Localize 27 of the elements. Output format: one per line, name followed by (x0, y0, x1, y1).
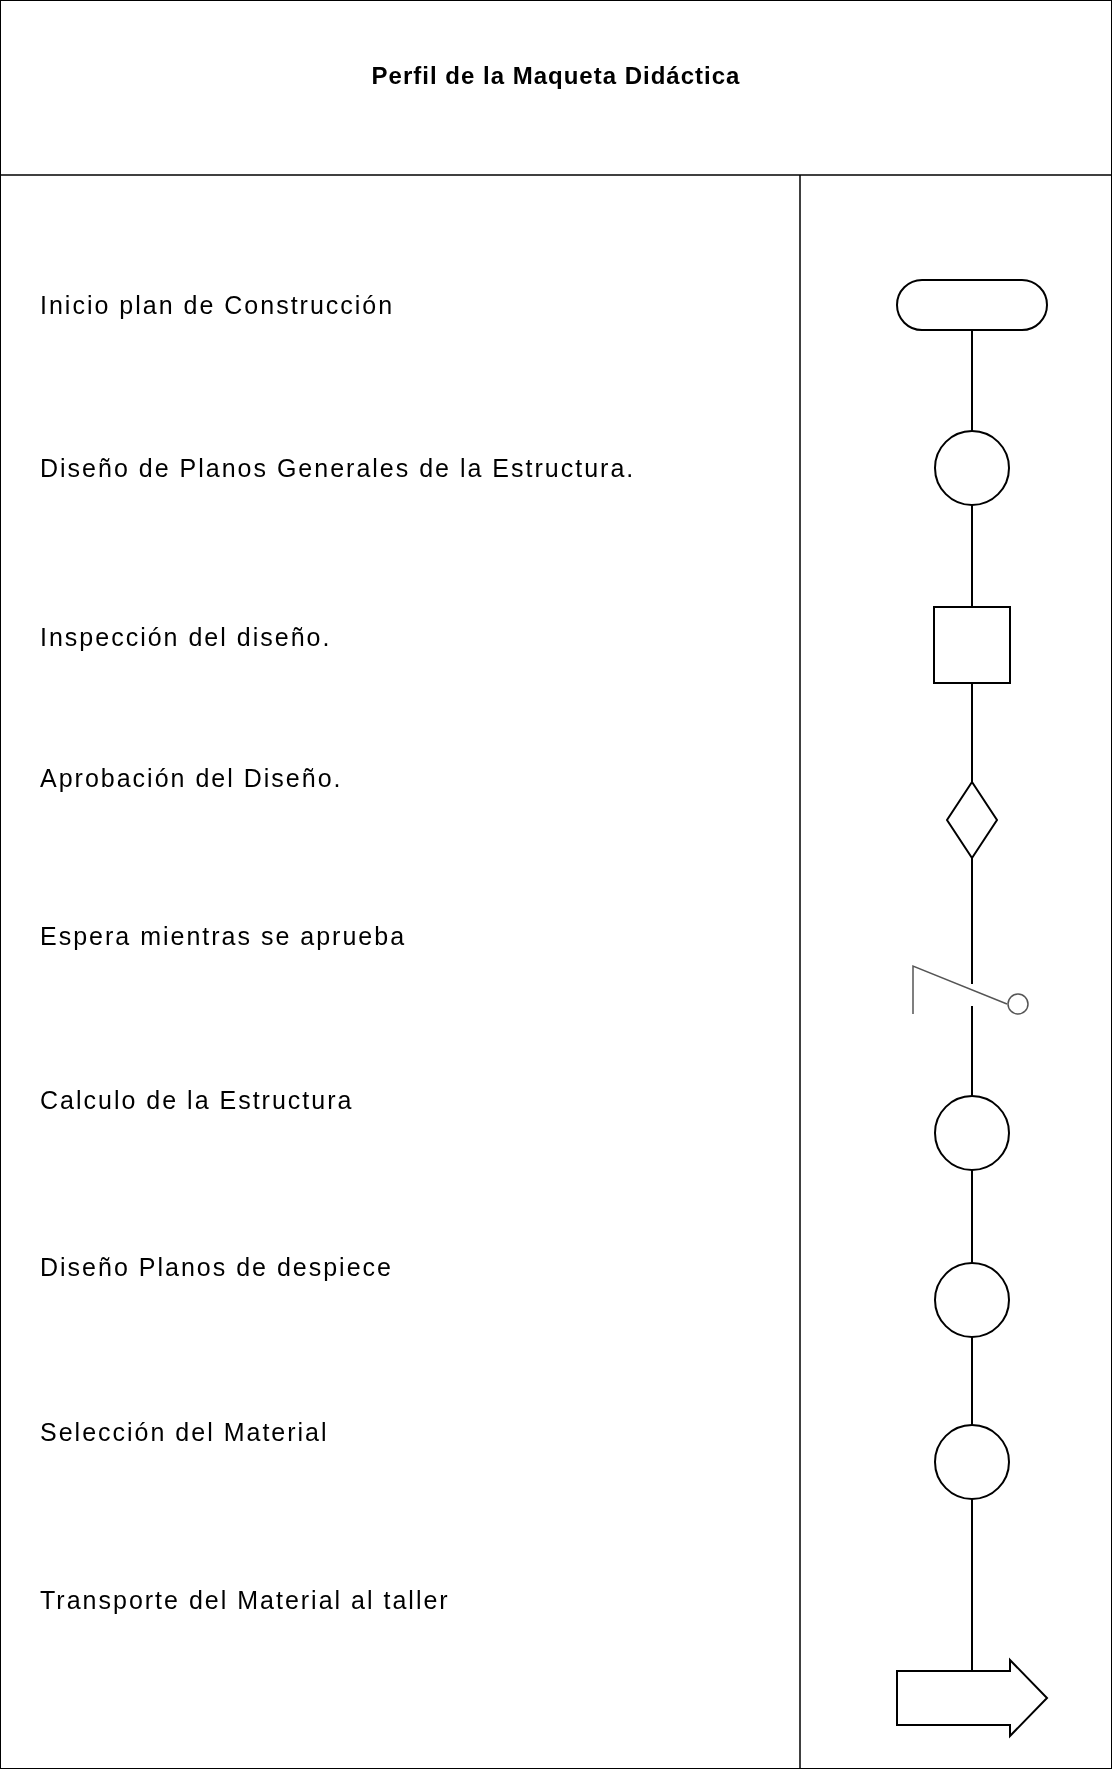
connector-line (971, 1169, 973, 1264)
decision-diamond (945, 780, 999, 860)
step-description: Diseño Planos de despiece (40, 1252, 394, 1283)
table-title: Perfil de la Maqueta Didáctica (370, 62, 742, 90)
wait-symbol (912, 964, 1029, 1015)
connector-line (971, 1005, 973, 1097)
transport-arrow (896, 1657, 1049, 1739)
step-description: Transporte del Material al taller (40, 1585, 451, 1616)
step-description: Espera mientras se aprueba (40, 921, 408, 952)
connector-line (971, 1498, 973, 1672)
operation-circle (934, 1424, 1010, 1500)
step-description: Inicio plan de Construcción (40, 290, 396, 321)
connector-line (971, 1336, 973, 1426)
operation-circle (934, 1262, 1010, 1338)
connector-line (971, 682, 973, 783)
connector-line (971, 504, 973, 608)
inspection-square (933, 606, 1011, 684)
terminal-shape (896, 279, 1048, 331)
step-description: Inspección del diseño. (40, 622, 333, 653)
connector-line (971, 857, 973, 985)
operation-circle (934, 430, 1010, 506)
step-description: Calculo de la Estructura (40, 1085, 355, 1116)
connector-line (971, 329, 973, 432)
step-description: Aprobación del Diseño. (40, 763, 344, 794)
step-description: Selección del Material (40, 1417, 330, 1448)
operation-circle (934, 1095, 1010, 1171)
step-description: Diseño de Planos Generales de la Estructura. (40, 453, 637, 484)
